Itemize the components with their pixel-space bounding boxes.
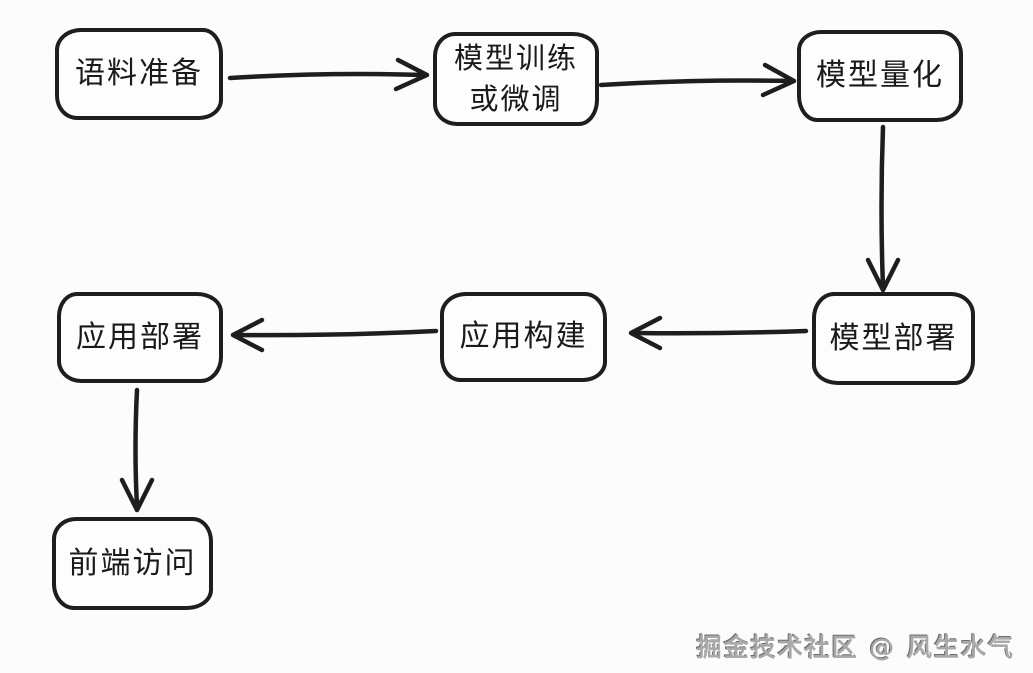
node-label: 应用部署: [76, 319, 204, 355]
node-app-build: 应用构建: [440, 292, 607, 382]
arrow-quantization-to-model-deploy: [865, 124, 901, 293]
arrow-training-to-quantization: [598, 62, 797, 98]
node-label: 模型部署: [829, 320, 958, 356]
node-label: 应用构建: [459, 319, 588, 354]
arrow-app-deploy-to-frontend: [119, 387, 155, 513]
node-model-quantization: 模型量化: [797, 30, 963, 122]
arrow-corpus-to-training: [227, 57, 430, 92]
arrow-app-build-to-app-deploy: [230, 317, 439, 353]
node-model-training-or-finetune: 模型训练 或微调: [433, 32, 599, 126]
node-label: 模型量化: [816, 58, 944, 93]
node-model-deployment: 模型部署: [812, 292, 975, 385]
node-label: 模型训练 或微调: [453, 41, 578, 116]
watermark: 掘金技术社区 @ 风生水气: [696, 633, 1015, 662]
node-corpus-preparation: 语料准备: [55, 28, 223, 120]
arrow-model-deploy-to-app-build: [628, 315, 809, 351]
node-frontend-access: 前端访问: [52, 517, 213, 610]
node-label: 语料准备: [75, 56, 203, 91]
node-app-deployment: 应用部署: [57, 292, 223, 383]
node-label: 前端访问: [68, 545, 197, 581]
